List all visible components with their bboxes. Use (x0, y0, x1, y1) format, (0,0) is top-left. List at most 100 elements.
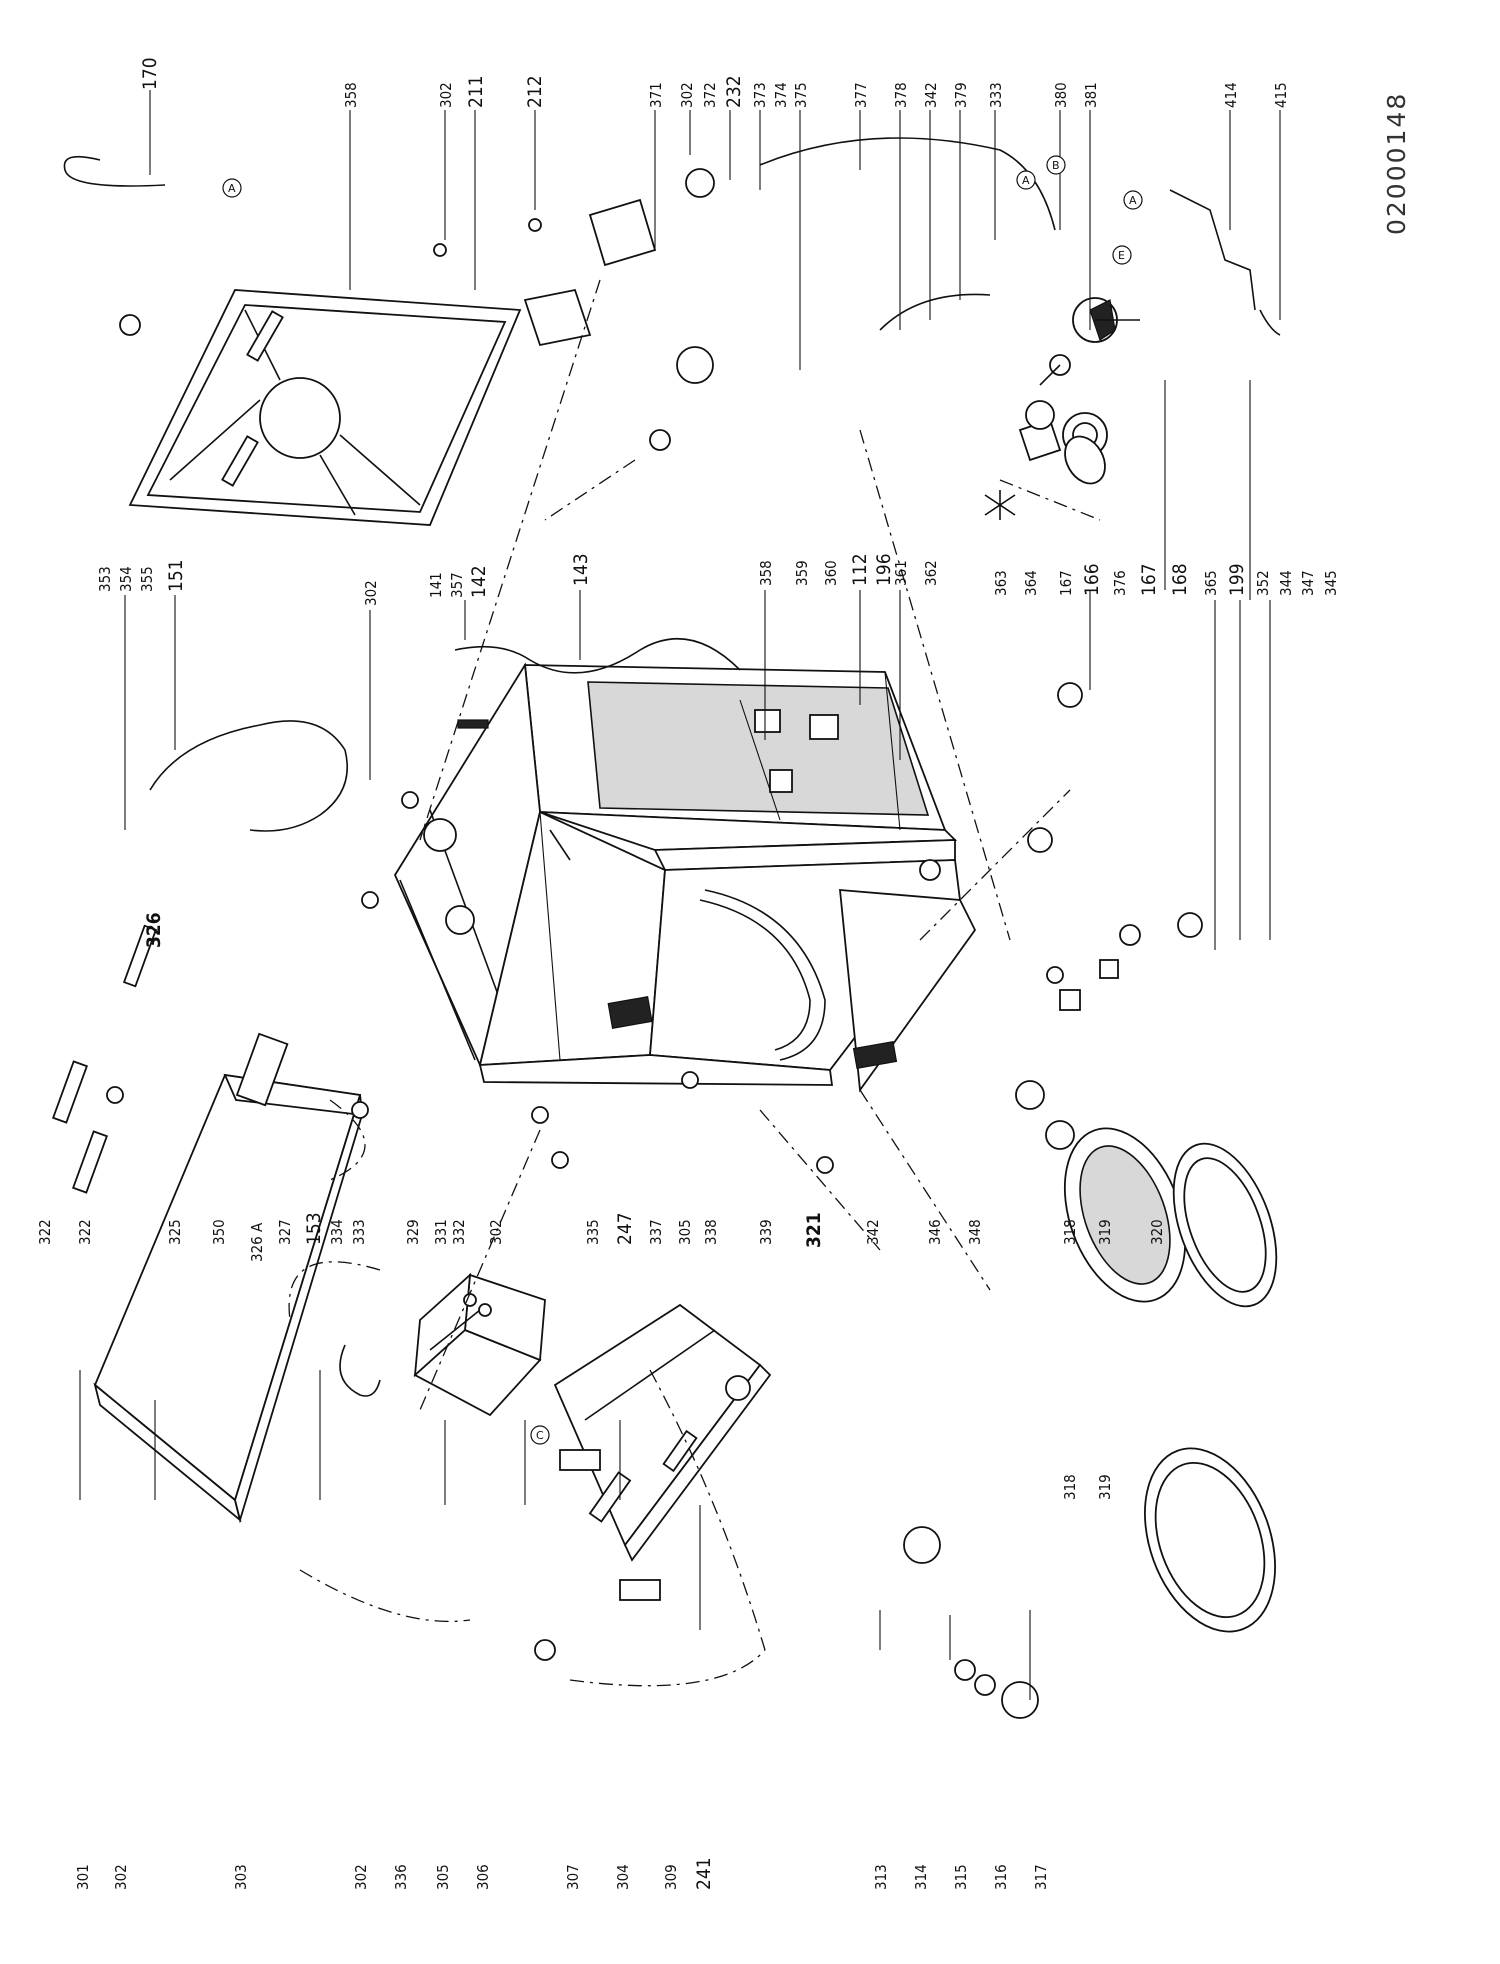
label-301: 301 (74, 1864, 92, 1890)
label-365: 365 (1202, 570, 1220, 596)
label-371: 371 (647, 82, 665, 108)
label-302-b: 302 (678, 82, 696, 108)
label-232: 232 (723, 75, 745, 108)
label-364: 364 (1022, 570, 1040, 596)
marker-a-2: A (1022, 174, 1030, 187)
label-143: 143 (570, 553, 592, 586)
label-153: 153 (303, 1212, 325, 1245)
label-348: 348 (966, 1219, 984, 1245)
label-309: 309 (662, 1864, 680, 1890)
label-414: 414 (1222, 82, 1240, 108)
label-342-b: 342 (864, 1219, 882, 1245)
label-142: 142 (468, 565, 490, 598)
label-321: 321 (803, 1212, 825, 1248)
cabinet-frame (393, 662, 977, 1093)
hose-378 (879, 293, 991, 331)
label-373: 373 (751, 82, 769, 108)
label-168: 168 (1169, 563, 1191, 596)
label-360: 360 (822, 560, 840, 586)
label-357: 357 (448, 572, 466, 598)
label-304: 304 (614, 1864, 632, 1890)
top-tray (128, 289, 522, 526)
label-305-a: 305 (676, 1219, 694, 1245)
label-302-c: 302 (362, 580, 380, 606)
part-labels: 170 358 302 211 212 371 302 372 232 373 … (36, 57, 1340, 1890)
label-346: 346 (926, 1219, 944, 1245)
label-376: 376 (1111, 570, 1129, 596)
dashed-connectors (288, 279, 1101, 1687)
label-358-top: 358 (342, 82, 360, 108)
label-314: 314 (912, 1864, 930, 1890)
marker-a-3: A (1129, 194, 1137, 207)
label-332: 332 (450, 1219, 468, 1245)
label-316: 316 (992, 1864, 1010, 1890)
top-lid-panel (93, 1073, 364, 1524)
power-cable (454, 637, 741, 674)
label-141: 141 (427, 572, 445, 598)
label-415: 415 (1272, 82, 1290, 108)
label-302-f: 302 (352, 1864, 370, 1890)
label-333-b: 333 (350, 1219, 368, 1245)
label-241: 241 (693, 1857, 715, 1890)
label-327: 327 (276, 1219, 294, 1245)
label-151: 151 (165, 559, 187, 592)
label-354: 354 (117, 566, 135, 592)
label-333-top: 333 (987, 82, 1005, 108)
label-381: 381 (1082, 82, 1100, 108)
label-344: 344 (1277, 570, 1295, 596)
label-302-top: 302 (437, 82, 455, 108)
hose-414 (1169, 189, 1256, 311)
label-362: 362 (922, 560, 940, 586)
label-353: 353 (96, 566, 114, 592)
label-331: 331 (432, 1219, 450, 1245)
label-358-mid: 358 (757, 560, 775, 586)
hose-415 (1259, 309, 1281, 336)
label-352: 352 (1254, 570, 1272, 596)
leader-lines (79, 90, 1281, 1700)
label-322-b: 322 (76, 1219, 94, 1245)
label-196: 196 (873, 553, 895, 586)
label-375: 375 (792, 82, 810, 108)
timer-unit (413, 1272, 546, 1417)
label-325: 325 (166, 1219, 184, 1245)
marker-c: C (536, 1429, 544, 1442)
label-211: 211 (465, 75, 487, 108)
label-355: 355 (138, 566, 156, 592)
reference-markers: A A B A E C (222, 155, 1143, 1445)
label-339: 339 (757, 1219, 775, 1245)
label-347: 347 (1299, 570, 1317, 596)
label-361: 361 (892, 560, 910, 586)
label-378: 378 (892, 82, 910, 108)
label-318-a: 318 (1061, 1219, 1079, 1245)
label-326a: 326 A (248, 1222, 266, 1262)
door-rings (1063, 1127, 1278, 1633)
label-334: 334 (328, 1219, 346, 1245)
label-363: 363 (992, 570, 1010, 596)
control-panel (553, 1303, 772, 1562)
label-212: 212 (524, 75, 546, 108)
label-345: 345 (1322, 570, 1340, 596)
marker-b: B (1052, 159, 1060, 172)
label-335: 335 (584, 1219, 602, 1245)
label-342-top: 342 (922, 82, 940, 108)
hose-377 (759, 137, 1056, 231)
hose-151 (149, 720, 349, 832)
label-336: 336 (392, 1864, 410, 1890)
label-166: 166 (1081, 563, 1103, 596)
label-379: 379 (952, 82, 970, 108)
label-199: 199 (1226, 563, 1248, 596)
label-329: 329 (404, 1219, 422, 1245)
label-350: 350 (210, 1219, 228, 1245)
label-303: 303 (232, 1864, 250, 1890)
small-parts (52, 168, 1203, 1719)
label-322-a: 322 (36, 1219, 54, 1245)
label-302-d: 302 (487, 1219, 505, 1245)
label-305-b: 305 (434, 1864, 452, 1890)
label-374: 374 (772, 82, 790, 108)
label-307: 307 (564, 1864, 582, 1890)
label-167-b: 167 (1138, 563, 1160, 596)
label-319-a: 319 (1096, 1219, 1114, 1245)
label-306: 306 (474, 1864, 492, 1890)
diagram-code: 02000148 (1382, 92, 1411, 235)
label-377: 377 (852, 82, 870, 108)
